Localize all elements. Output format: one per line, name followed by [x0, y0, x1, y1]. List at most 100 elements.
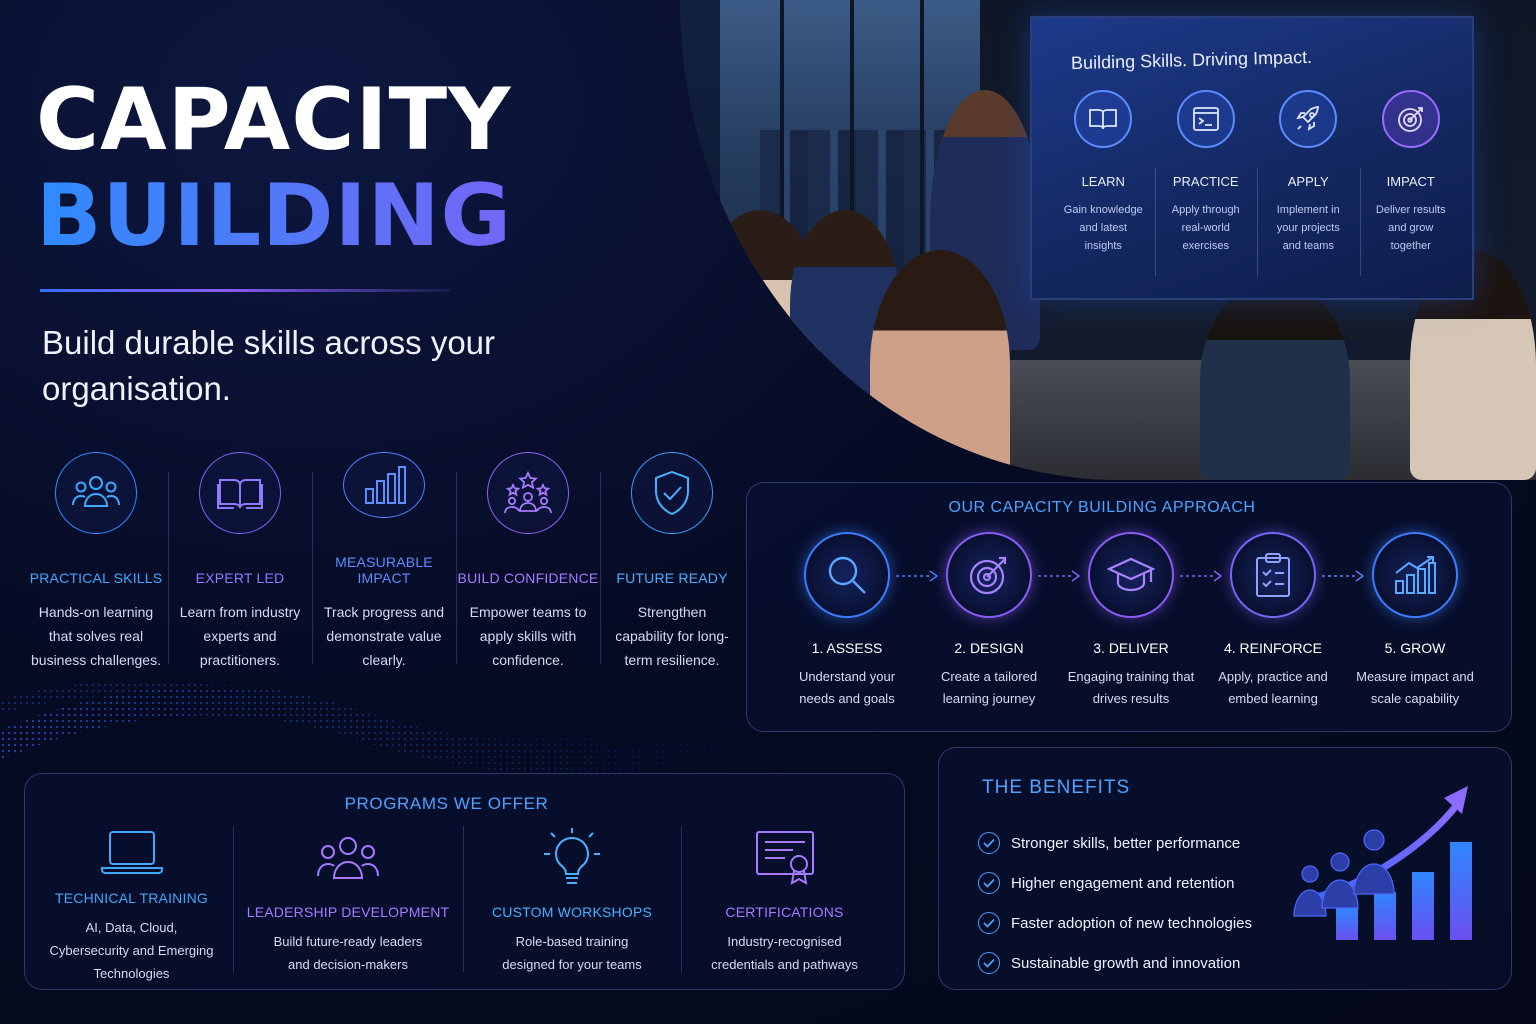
growth-illustration-icon [1293, 786, 1472, 940]
attendee [870, 250, 1010, 480]
target-icon [1381, 90, 1440, 148]
approach-step-design: 2. DESIGN Create a tailored learning jou… [918, 532, 1081, 710]
page-title: CAPACITY BUILDING [36, 72, 556, 264]
check-circle-icon [978, 832, 1000, 854]
arrow-right-icon [1038, 570, 1081, 582]
program-title: CERTIFICATIONS [725, 904, 844, 920]
code-window-icon [1176, 90, 1235, 148]
screen-step-label: PRACTICE [1172, 174, 1239, 189]
feature-columns: PRACTICAL SKILLS Hands-on learning that … [24, 452, 744, 672]
approach-step-description: Create a tailored learning journey [940, 669, 1038, 706]
lightbulb-icon [540, 826, 604, 890]
screen-step-practice: PRACTICE Apply through real-world exerci… [1154, 90, 1258, 290]
certificate-icon [753, 826, 817, 890]
growth-chart-icon [1372, 532, 1458, 618]
title-line-capacity: CAPACITY [36, 70, 512, 170]
feature-description: Empower teams to apply skills with confi… [469, 604, 587, 668]
attendee [1200, 280, 1350, 480]
check-circle-icon [978, 952, 1000, 974]
benefit-text: Faster adoption of new technologies [1011, 914, 1252, 932]
feature-title: PRACTICAL SKILLS [29, 570, 163, 586]
particle-wave-decoration [0, 680, 760, 776]
check-circle-icon [978, 912, 1000, 934]
screen-step-description: Deliver results and grow together [1375, 204, 1446, 252]
benefits-panel [938, 747, 1512, 990]
approach-step-assess: 1. ASSESS Understand your needs and goal… [776, 532, 939, 710]
check-circle-icon [978, 872, 1000, 894]
program-description: Build future-ready leaders and decision-… [273, 934, 423, 972]
bar-chart-icon [343, 452, 425, 518]
feature-description: Strengthen capability for long-term resi… [615, 604, 729, 668]
program-title: LEADERSHIP DEVELOPMENT [246, 904, 450, 920]
feature-build-confidence: BUILD CONFIDENCE Empower teams to apply … [456, 452, 600, 672]
approach-step-deliver: 3. DELIVER Engaging training that drives… [1060, 532, 1223, 710]
title-divider [40, 289, 450, 292]
benefit-text: Stronger skills, better performance [1011, 834, 1241, 852]
hero-subtitle: Build durable skills across your organis… [42, 324, 496, 407]
feature-description: Hands-on learning that solves real busin… [31, 604, 161, 668]
approach-step-description: Measure impact and scale capability [1356, 669, 1474, 706]
screen-step-label: IMPACT [1386, 174, 1435, 189]
screen-step-impact: IMPACT Deliver results and grow together [1359, 90, 1463, 290]
screen-step-apply: APPLY Implement in your projects and tea… [1257, 90, 1360, 290]
benefit-text: Higher engagement and retention [1011, 874, 1235, 892]
programs-panel [24, 773, 905, 990]
program-description: Industry-recognised credentials and path… [711, 934, 858, 972]
benefit-item: Faster adoption of new technologies [978, 903, 1278, 943]
approach-title: OUR CAPACITY BUILDING APPROACH [948, 499, 1256, 516]
feature-expert-led: EXPERT LED Learn from industry experts a… [168, 452, 312, 672]
star-team-icon [487, 452, 569, 534]
feature-description: Track progress and demonstrate value cle… [323, 604, 445, 668]
shield-check-icon [631, 452, 713, 534]
title-line-building: BUILDING [36, 168, 556, 264]
feature-title: FUTURE READY [616, 570, 728, 586]
approach-step-label: 2. DESIGN [954, 640, 1024, 656]
screen-step-learn: LEARN Gain knowledge and latest insights [1052, 90, 1155, 290]
rocket-icon [1279, 90, 1338, 148]
approach-step-label: 5. GROW [1384, 640, 1446, 656]
benefit-item: Sustainable growth and innovation [978, 943, 1278, 983]
team-icon [316, 826, 380, 890]
program-description: AI, Data, Cloud, Cybersecurity and Emerg… [49, 920, 214, 981]
arrow-right-icon [1180, 570, 1223, 582]
screen-step-label: APPLY [1287, 174, 1329, 189]
approach-step-label: 4. REINFORCE [1223, 640, 1322, 656]
approach-step-reinforce: 4. REINFORCE Apply, practice and embed l… [1202, 532, 1365, 710]
feature-title: BUILD CONFIDENCE [457, 570, 599, 586]
approach-step-description: Understand your needs and goals [798, 669, 896, 706]
laptop-icon [100, 826, 164, 876]
benefit-text: Sustainable growth and innovation [1011, 954, 1241, 972]
program-list: TECHNICAL TRAINING AI, Data, Cloud, Cybe… [30, 826, 896, 981]
program-leadership-development: LEADERSHIP DEVELOPMENT Build future-read… [233, 826, 463, 976]
screen-step-description: Implement in your projects and teams [1276, 204, 1340, 252]
benefit-item: Higher engagement and retention [978, 863, 1278, 903]
feature-title: MEASURABLE IMPACT [335, 554, 433, 586]
program-certifications: CERTIFICATIONS Industry-recognised crede… [681, 826, 888, 976]
feature-future-ready: FUTURE READY Strengthen capability for l… [600, 452, 744, 672]
program-description: Role-based training designed for your te… [502, 934, 642, 972]
programs-title: PROGRAMS WE OFFER [344, 794, 549, 813]
approach-steps: 1. ASSESS Understand your needs and goal… [776, 532, 1486, 710]
feature-measurable-impact: MEASURABLE IMPACT Track progress and dem… [312, 452, 456, 672]
search-icon [804, 532, 890, 618]
program-title: TECHNICAL TRAINING [55, 890, 208, 906]
screen-steps: LEARN Gain knowledge and latest insights… [1052, 90, 1462, 290]
program-title: CUSTOM WORKSHOPS [491, 904, 653, 920]
team-icon [55, 452, 137, 534]
approach-step-description: Apply, practice and embed learning [1218, 669, 1328, 706]
screen-step-description: Gain knowledge and latest insights [1063, 204, 1143, 252]
book-icon [1074, 90, 1133, 148]
graduation-cap-icon [1088, 532, 1174, 618]
book-icon [199, 452, 281, 534]
arrow-right-icon [1322, 570, 1365, 582]
target-icon [946, 532, 1032, 618]
screen-step-description: Apply through real-world exercises [1171, 204, 1240, 252]
approach-step-label: 1. ASSESS [811, 640, 883, 656]
benefit-item: Stronger skills, better performance [978, 823, 1278, 863]
approach-step-label: 3. DELIVER [1093, 640, 1169, 656]
benefit-list: Stronger skills, better performance High… [978, 823, 1278, 983]
approach-step-grow: 5. GROW Measure impact and scale capabil… [1344, 532, 1486, 710]
screen-step-label: LEARN [1081, 174, 1125, 189]
arrow-right-icon [896, 570, 939, 582]
clipboard-check-icon [1230, 532, 1316, 618]
